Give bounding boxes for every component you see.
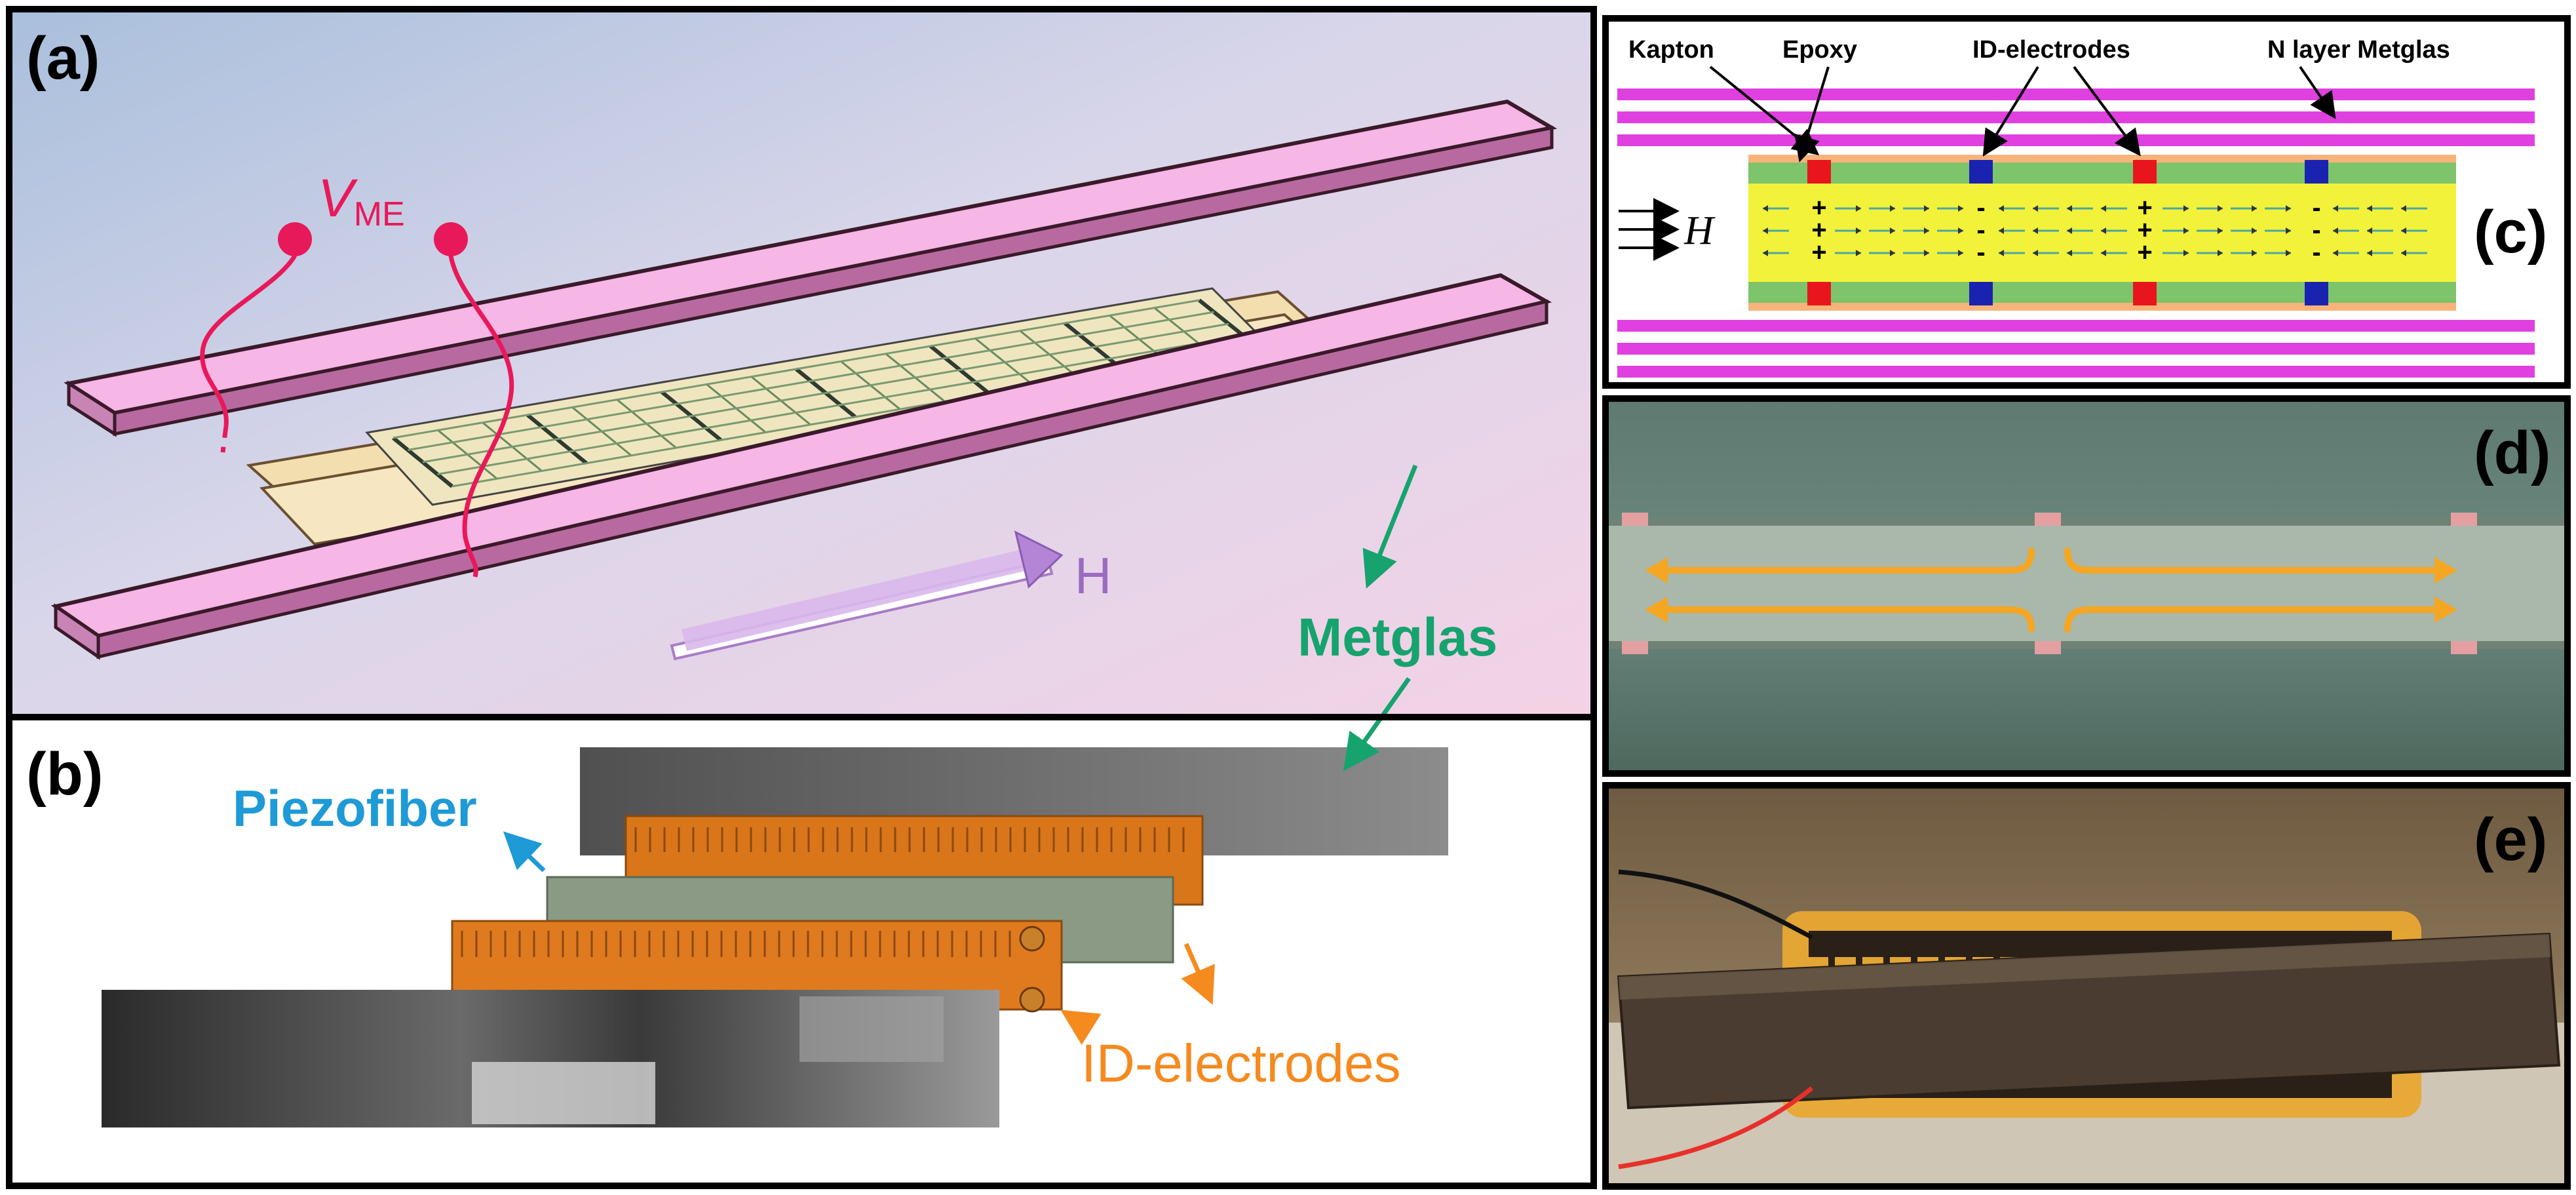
polarity-sign: + (1811, 238, 1826, 267)
polarity-sign: + (2137, 238, 2152, 267)
panel-e: (e) (1605, 785, 2567, 1186)
piezo-green-bottom (1748, 282, 2456, 303)
id-electrodes-label-c: ID-electrodes (1972, 36, 2130, 64)
panel-label-d: (d) (2474, 420, 2550, 486)
piezo-green-top (1748, 163, 2456, 184)
epoxy-label: Epoxy (1782, 36, 1857, 64)
piezofiber-label: Piezofiber (233, 779, 477, 837)
metglas-layers-bottom (1617, 320, 2535, 378)
kapton-top (1748, 155, 2456, 163)
panel-label-c: (c) (2474, 199, 2547, 265)
kapton-bottom (1748, 303, 2456, 311)
metglas-layers-top (1617, 88, 2535, 146)
metglas-layers-label: N layer Metglas (2267, 36, 2450, 64)
metglas-label: Metglas (1298, 608, 1497, 667)
polarity-sign: - (1976, 238, 1985, 267)
panel-label-a: (a) (26, 25, 100, 92)
panel-c: +++---+++--- H Kapton Epoxy ID-electrode… (1605, 18, 2567, 385)
id-electrodes-label-b: ID-electrodes (1081, 1034, 1401, 1093)
epoxy-core (1748, 184, 2456, 282)
kapton-label: Kapton (1628, 36, 1714, 64)
field-label-a: H (1075, 547, 1111, 604)
panel-label-e: (e) (2474, 806, 2547, 873)
vme-subscript: ME (354, 195, 405, 233)
polarity-sign: - (2312, 238, 2320, 267)
field-label-c: H (1683, 208, 1716, 253)
panel-label-b: (b) (26, 741, 103, 808)
fiber-strip-d (1605, 518, 2567, 649)
panel-d: (d) (1605, 399, 2567, 774)
